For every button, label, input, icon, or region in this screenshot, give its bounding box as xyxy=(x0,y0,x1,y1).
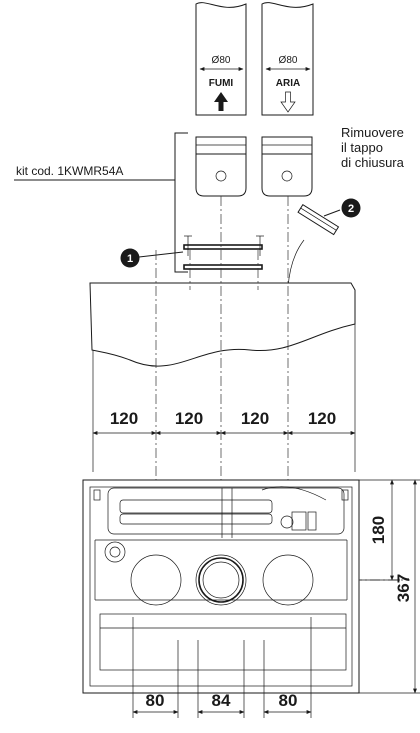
upper-spacing-dimensions: 120 120 120 120 xyxy=(92,409,356,435)
air-pipe-label: ARIA xyxy=(276,78,300,89)
callout-1-number: 1 xyxy=(127,253,133,265)
spacing-label-3: 120 xyxy=(241,409,269,428)
closing-cap xyxy=(297,203,340,236)
air-pipe-diameter: Ø80 xyxy=(279,55,298,66)
remove-cap-note: Rimuovere il tappo di chiusura xyxy=(341,125,405,170)
lower-spacing-label-1: 80 xyxy=(146,691,165,710)
boiler-top-view xyxy=(82,479,360,694)
gasket-kit xyxy=(183,235,264,270)
spacing-label-4: 120 xyxy=(308,409,336,428)
cap-note-line-2: il tappo xyxy=(341,140,383,155)
lower-spacing-label-3: 80 xyxy=(279,691,298,710)
flue-pipe-label: FUMI xyxy=(209,78,234,89)
cap-note-line-1: Rimuovere xyxy=(341,125,404,140)
cap-note-line-3: di chiusura xyxy=(341,155,405,170)
height-dimensions: 180 367 xyxy=(359,479,420,694)
height-180-label: 180 xyxy=(369,516,388,544)
air-pipe: Ø80 ARIA xyxy=(261,2,314,116)
spacing-label-1: 120 xyxy=(110,409,138,428)
height-367-label: 367 xyxy=(394,574,413,602)
flue-pipe-diameter: Ø80 xyxy=(212,55,231,66)
lower-spacing-label-2: 84 xyxy=(212,691,231,710)
kit-bracket: kit cod. 1KWMR54A xyxy=(14,132,188,273)
cap-removal-path xyxy=(287,239,305,289)
air-adapter xyxy=(261,136,313,197)
flue-up-arrow-icon xyxy=(214,92,228,111)
flue-adapter xyxy=(195,136,247,197)
boiler-upper-section xyxy=(89,282,356,367)
spacing-label-2: 120 xyxy=(175,409,203,428)
callout-2-number: 2 xyxy=(348,203,354,215)
callout-1: 1 xyxy=(120,248,184,268)
extension-lines xyxy=(92,324,356,472)
flue-pipe: Ø80 FUMI xyxy=(195,2,247,116)
air-down-arrow-icon xyxy=(280,91,296,113)
callout-2: 2 xyxy=(323,198,361,218)
lower-spacing-dimensions: 80 84 80 xyxy=(132,617,312,718)
kit-code-label: kit cod. 1KWMR54A xyxy=(16,164,123,178)
